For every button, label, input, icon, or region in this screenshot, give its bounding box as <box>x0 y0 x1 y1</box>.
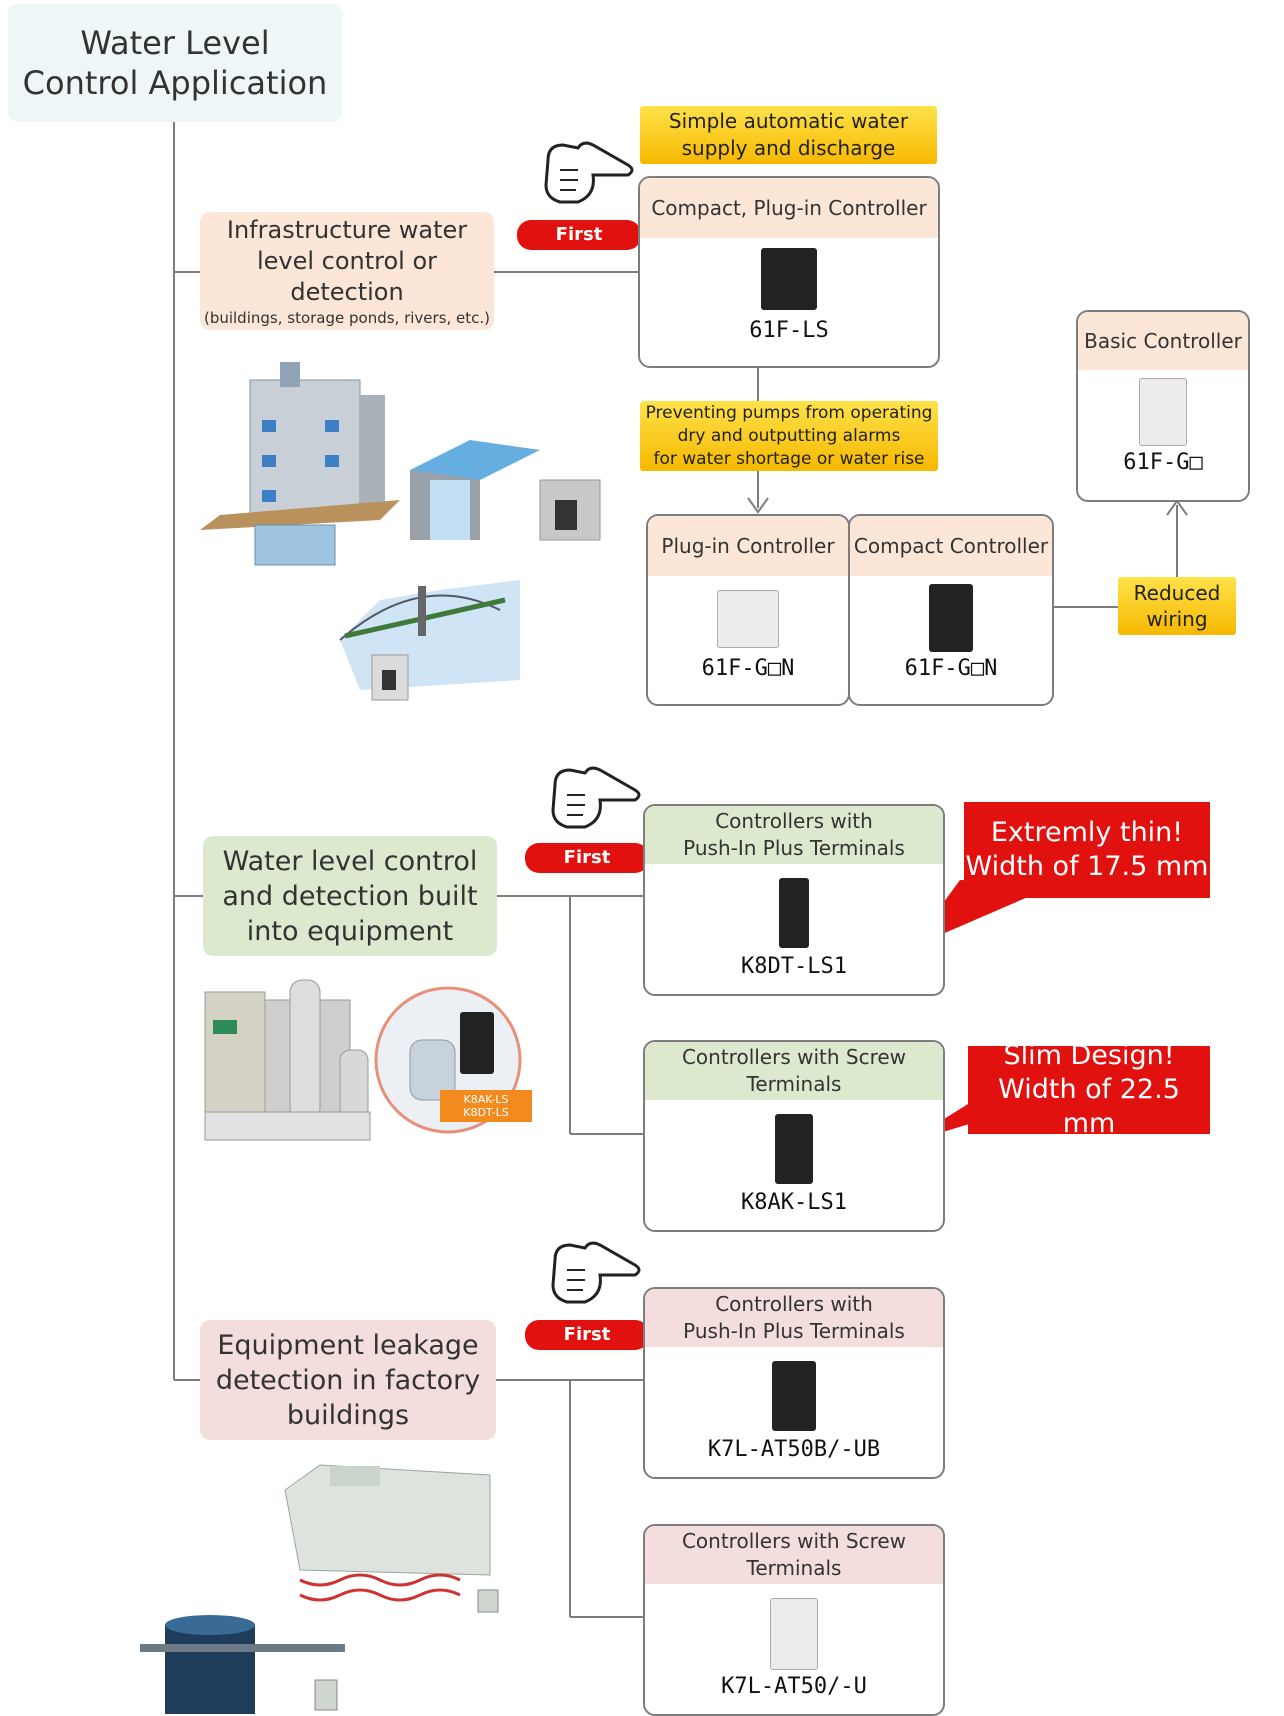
callout-slim-line1: Slim Design! <box>1003 1040 1175 1071</box>
diagram-title: Water Level Control Application <box>8 4 342 122</box>
category-equip-line1: Water level control <box>222 845 478 877</box>
product-card-k7l-at50[interactable]: Controllers with Screw Terminals K7L-AT5… <box>643 1524 945 1716</box>
product-name: 61F-G□N <box>904 656 998 681</box>
pointing-hand-icon <box>551 766 641 829</box>
product-header: Controllers with Screw Terminals <box>645 1526 943 1584</box>
callout-thin-line2: Width of 17.5 mm <box>965 851 1209 882</box>
category-equip-line3: into equipment <box>246 915 454 947</box>
product-header: Controllers with Push-In Plus Terminals <box>645 806 943 864</box>
pointing-hand-icon <box>551 1241 641 1304</box>
note-simple-line1: Simple automatic water <box>668 109 909 133</box>
product-card-k8dt-ls1[interactable]: Controllers with Push-In Plus Terminals … <box>643 804 945 996</box>
note-reduced-line1: Reduced <box>1133 581 1221 605</box>
product-header-line2: Terminals <box>746 1556 842 1580</box>
product-name: K8DT-LS1 <box>741 954 847 979</box>
product-card-61f-gn-compact[interactable]: Compact Controller 61F-G□N <box>848 514 1054 706</box>
first-choice-badge-leakage: First choice. <box>525 1320 649 1375</box>
infrastructure-illustration <box>200 362 601 701</box>
category-leak-line1: Equipment leakage <box>217 1329 479 1361</box>
product-header: Compact, Plug-in Controller <box>640 178 938 238</box>
note-simple-line2: supply and discharge <box>681 136 896 160</box>
product-header: Controllers with Screw Terminals <box>645 1042 943 1100</box>
category-leakage: Equipment leakage detection in factory b… <box>200 1320 496 1440</box>
callout-slim-line2: Width of 22.5 mm <box>998 1074 1180 1139</box>
product-image <box>645 864 943 954</box>
product-header-line2: Push-In Plus Terminals <box>683 836 905 860</box>
category-infra-line2: level control or detection <box>256 246 438 306</box>
title-line1: Water Level <box>80 24 270 62</box>
product-card-61f-gn-plugin[interactable]: Plug-in Controller 61F-G□N <box>646 514 850 706</box>
product-name: K8AK-LS1 <box>741 1190 847 1215</box>
product-header-line1: Controllers with Screw <box>681 1529 907 1553</box>
product-image <box>648 576 848 656</box>
product-card-61f-ls[interactable]: Compact, Plug-in Controller 61F-LS <box>638 176 940 368</box>
product-image <box>645 1347 943 1437</box>
product-header-line2: Terminals <box>746 1072 842 1096</box>
category-infra-line1: Infrastructure water <box>226 215 468 244</box>
note-reduced-line2: wiring <box>1146 607 1208 631</box>
product-name: 61F-G□N <box>701 656 795 681</box>
product-card-61f-g[interactable]: Basic Controller 61F-G□ <box>1076 310 1250 502</box>
product-header-line1: Controllers with Screw <box>681 1045 907 1069</box>
illustration-tag-line2: K8DT-LS <box>463 1106 509 1119</box>
category-leak-line3: buildings <box>286 1399 410 1431</box>
product-name: 61F-LS <box>749 318 829 343</box>
category-infrastructure: Infrastructure water level control or de… <box>200 212 494 330</box>
category-equipment: Water level control and detection built … <box>203 836 497 956</box>
callout-extremely-thin: Extremly thin! Width of 17.5 mm <box>964 802 1210 898</box>
product-name: K7L-AT50/-U <box>721 1674 867 1699</box>
product-header: Controllers with Push-In Plus Terminals <box>645 1289 943 1347</box>
product-header-line1: Controllers with <box>715 809 873 833</box>
product-header-line2: Push-In Plus Terminals <box>683 1319 905 1343</box>
product-header: Compact Controller <box>850 516 1052 576</box>
note-preventing-pumps: Preventing pumps from operating dry and … <box>640 401 938 471</box>
category-equip-line2: and detection built <box>222 880 478 912</box>
product-name: 61F-G□ <box>1123 450 1203 475</box>
note-reduced-wiring: Reduced wiring <box>1118 577 1236 635</box>
first-choice-badge-infra: First choice. <box>517 220 641 275</box>
illustration-tag-line1: K8AK-LS <box>463 1093 509 1106</box>
note-simple-supply: Simple automatic water supply and discha… <box>640 106 937 164</box>
note-preventing-line2: dry and outputting alarms <box>677 425 901 446</box>
product-card-k7l-at50b[interactable]: Controllers with Push-In Plus Terminals … <box>643 1287 945 1479</box>
category-infra-note: (buildings, storage ponds, rivers, etc.) <box>203 308 491 327</box>
illustration-model-tag: K8AK-LS K8DT-LS <box>440 1090 532 1122</box>
leakage-illustration <box>140 1464 499 1714</box>
product-header-line1: Controllers with <box>715 1292 873 1316</box>
pointing-hand-icon <box>544 141 634 204</box>
product-header: Basic Controller <box>1078 312 1248 370</box>
product-image <box>1078 370 1248 450</box>
callout-thin-line1: Extremly thin! <box>990 817 1184 848</box>
product-image <box>850 576 1052 656</box>
product-name: K7L-AT50B/-UB <box>707 1437 881 1462</box>
product-image <box>645 1100 943 1190</box>
product-header: Plug-in Controller <box>648 516 848 576</box>
callout-slim-design: Slim Design! Width of 22.5 mm <box>968 1040 1210 1139</box>
product-image <box>640 238 938 318</box>
title-line2: Control Application <box>22 64 328 102</box>
product-card-k8ak-ls1[interactable]: Controllers with Screw Terminals K8AK-LS… <box>643 1040 945 1232</box>
product-image <box>645 1584 943 1674</box>
category-leak-line2: detection in factory <box>215 1364 481 1396</box>
note-preventing-line3: for water shortage or water rise <box>653 448 925 469</box>
note-preventing-line1: Preventing pumps from operating <box>645 402 933 423</box>
first-choice-badge-equipment: First choice. <box>525 843 649 898</box>
